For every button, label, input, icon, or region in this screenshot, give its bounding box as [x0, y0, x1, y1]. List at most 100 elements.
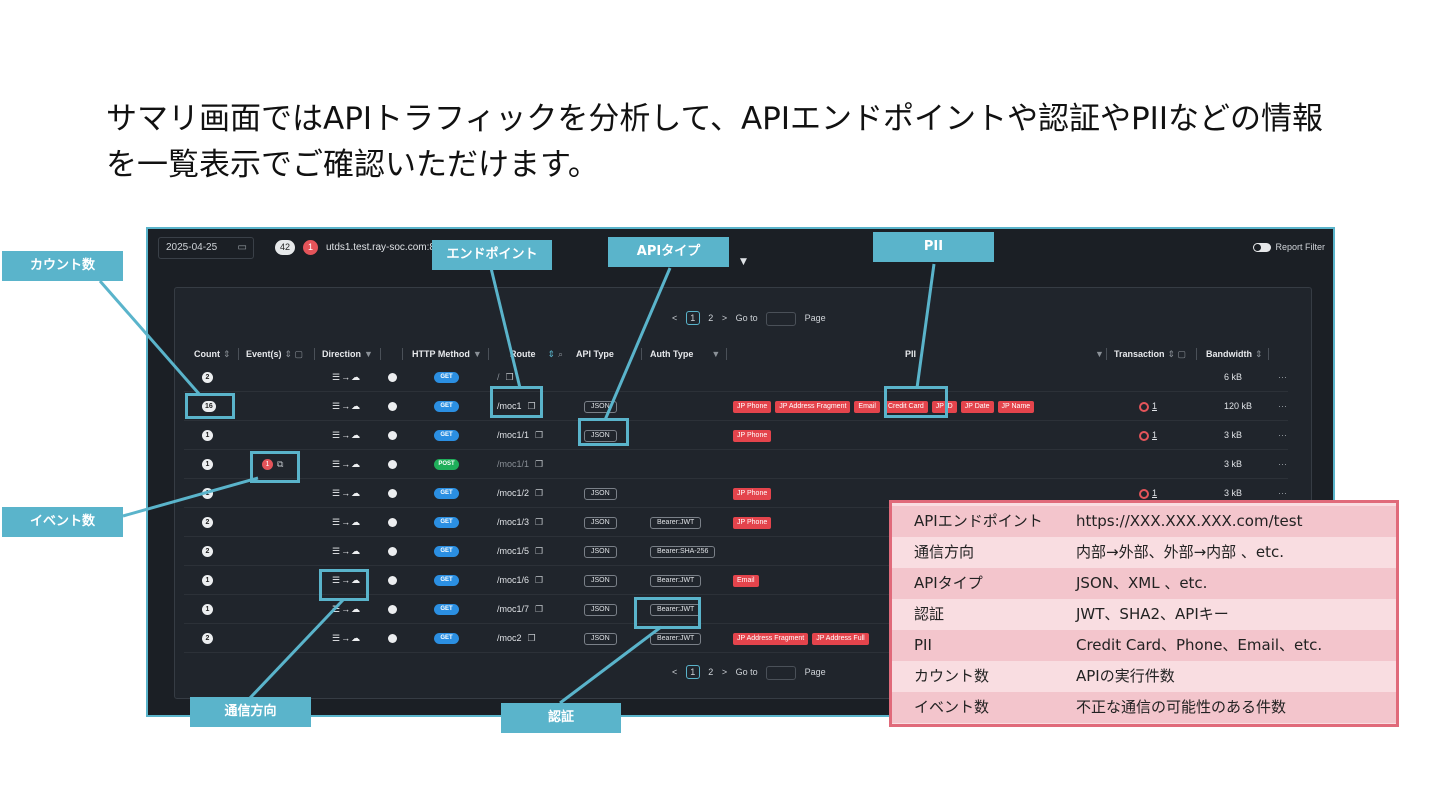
sort-icon[interactable]: ⇕ ▢ — [284, 349, 304, 359]
sort-icon[interactable]: ⇕ — [223, 349, 231, 359]
copy-icon[interactable]: ❐ — [505, 372, 514, 382]
copy-icon[interactable]: ❐ — [527, 633, 536, 643]
info-icon[interactable] — [388, 547, 397, 557]
legend-key: 通信方向 — [914, 543, 975, 561]
page-2-button[interactable]: 2 — [708, 667, 714, 677]
route-text[interactable]: /moc2 — [497, 633, 522, 643]
report-filter-toggle[interactable]: Report Filter — [1253, 240, 1325, 255]
api-type-tag: JSON — [584, 487, 617, 500]
copy-icon[interactable]: ❐ — [535, 517, 544, 527]
page-2-button[interactable]: 2 — [708, 313, 714, 323]
goto-input[interactable] — [766, 311, 797, 326]
info-icon[interactable] — [388, 460, 397, 470]
page-1-button[interactable]: 1 — [685, 665, 700, 679]
next-page-button[interactable]: > — [721, 667, 728, 677]
host-name[interactable]: utds1.test.ray-soc.com:80 — [326, 242, 441, 253]
copy-icon[interactable]: ❐ — [535, 430, 544, 440]
info-icon[interactable] — [388, 605, 397, 615]
route-text[interactable]: /moc1/3 — [497, 517, 530, 527]
info-icon[interactable] — [388, 489, 397, 499]
more-icon[interactable]: ··· — [1278, 459, 1287, 469]
prev-page-button[interactable]: < — [672, 313, 678, 323]
route-text[interactable]: /moc1/2 — [497, 488, 530, 498]
column-direction-label: Direction — [322, 349, 362, 359]
route-text[interactable]: / — [497, 372, 500, 382]
pii-filter[interactable]: ▼ — [1092, 346, 1104, 362]
toggle-switch-icon — [1253, 243, 1272, 253]
column-pii[interactable]: PII — [905, 346, 916, 362]
route-text[interactable]: /moc1/1 — [497, 459, 530, 469]
copy-icon[interactable]: ❐ — [535, 546, 544, 556]
sort-icon[interactable]: ⇕ — [1255, 349, 1263, 359]
pii-cell: Email — [733, 566, 763, 595]
count-cell: 2 — [202, 537, 213, 566]
info-icon[interactable] — [388, 431, 397, 441]
route-text[interactable]: /moc1/5 — [497, 546, 530, 556]
auth-cell: Bearer:SHA-256 — [650, 537, 716, 566]
filter-icon[interactable]: ▼ — [1095, 349, 1104, 359]
column-events[interactable]: Event(s)⇕ ▢ — [246, 346, 303, 362]
transaction-link[interactable]: 1 — [1152, 401, 1158, 411]
route-text[interactable]: /moc1/7 — [497, 604, 530, 614]
column-http-method[interactable]: HTTP Method▼ — [412, 346, 482, 362]
info-cell — [388, 479, 397, 508]
more-icon[interactable]: ··· — [1278, 488, 1287, 498]
copy-icon[interactable]: ❐ — [535, 575, 544, 585]
transaction-link[interactable]: 1 — [1152, 488, 1158, 498]
column-bandwidth[interactable]: Bandwidth⇕ — [1206, 346, 1263, 362]
more-icon[interactable]: ··· — [1278, 401, 1287, 411]
info-icon[interactable] — [388, 576, 397, 586]
sort-icon[interactable]: ⇕ ▢ — [1167, 349, 1187, 359]
filter-icon[interactable]: ▼ — [711, 349, 721, 359]
info-icon[interactable] — [388, 402, 397, 412]
transaction-link[interactable]: 1 — [1152, 430, 1158, 440]
next-page-button[interactable]: > — [721, 313, 728, 323]
route-text[interactable]: /moc1/1 — [497, 430, 530, 440]
column-count[interactable]: Count⇕ — [194, 346, 231, 362]
copy-icon[interactable]: ❐ — [535, 488, 544, 498]
page-1-button[interactable]: 1 — [685, 311, 700, 325]
goto-input[interactable] — [766, 665, 797, 680]
column-direction[interactable]: Direction▼ — [322, 346, 373, 362]
filter-icon[interactable]: ▼ — [472, 349, 482, 359]
column-pii-label: PII — [905, 349, 917, 359]
top-bar: 2025-04-25 ▭ 42 1 utds1.test.ray-soc.com… — [148, 229, 1333, 267]
date-picker[interactable]: 2025-04-25 ▭ — [158, 237, 254, 259]
column-auth-type[interactable]: Auth Type▼ — [650, 346, 720, 362]
sort-icon[interactable]: ⇕ — [547, 349, 556, 359]
route-text[interactable]: /moc1/6 — [497, 575, 530, 585]
column-transaction[interactable]: Transaction⇕ ▢ — [1114, 346, 1186, 362]
more-icon[interactable]: ··· — [1278, 430, 1287, 440]
event-badge[interactable]: 1 — [262, 459, 273, 471]
info-icon[interactable] — [388, 518, 397, 528]
column-api-type[interactable]: API Type — [576, 346, 614, 362]
transaction-ring-icon — [1139, 401, 1149, 412]
table-row[interactable]: 2☰→☁GET/❐6 kB··· — [184, 363, 1288, 392]
info-icon[interactable] — [388, 634, 397, 644]
external-link-icon[interactable]: ⧉ — [277, 459, 284, 469]
route-text[interactable]: /moc1 — [497, 401, 522, 411]
copy-icon[interactable]: ❐ — [535, 604, 544, 614]
pii-highlight — [884, 386, 948, 418]
prev-page-button[interactable]: < — [672, 667, 678, 677]
column-route[interactable]: Route⇕⌕ — [510, 346, 563, 362]
copy-icon[interactable]: ❐ — [527, 401, 536, 411]
route-cell: /moc1/7 ❐ — [497, 595, 543, 624]
pii-tag: Email — [733, 574, 759, 587]
info-icon[interactable] — [388, 373, 397, 383]
auth-highlight — [634, 597, 701, 629]
info-cell — [388, 595, 397, 624]
more-icon[interactable]: ··· — [1278, 372, 1287, 382]
search-icon[interactable]: ⌕ — [558, 349, 564, 359]
copy-icon[interactable]: ❐ — [535, 459, 544, 469]
chevron-down-icon[interactable]: ▼ — [740, 257, 747, 267]
filter-icon[interactable]: ▼ — [364, 349, 373, 359]
